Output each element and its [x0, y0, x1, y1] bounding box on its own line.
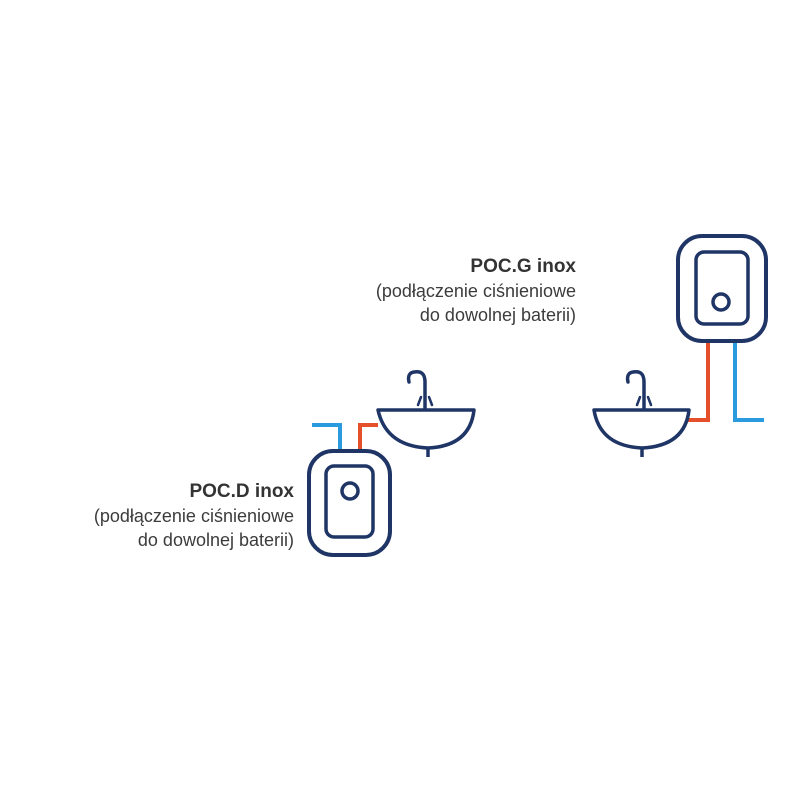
poc-d-hot-pipe	[358, 423, 378, 452]
poc-d-heater-panel	[324, 464, 375, 539]
poc-d-heater-body	[307, 449, 392, 557]
poc-g-sink-basin	[592, 408, 691, 450]
poc-g-heater-knob	[711, 292, 731, 312]
poc-g-heater-panel	[694, 250, 750, 326]
poc-g-label: POC.G inox (podłączenie ciśnieniowe do d…	[376, 255, 576, 327]
poc-g-water-stream	[635, 395, 653, 407]
poc-g-hot-pipe	[682, 341, 710, 422]
poc-d-water-stream	[416, 395, 434, 407]
poc-d-sink	[376, 369, 476, 457]
poc-d-sink-basin	[376, 408, 476, 450]
poc-d-label: POC.D inox (podłączenie ciśnieniowe do d…	[94, 480, 294, 552]
poc-d-faucet	[406, 369, 427, 410]
poc-g-model-name: POC.G inox	[470, 256, 576, 277]
poc-g-cold-pipe	[733, 341, 764, 422]
poc-d-assembly	[307, 369, 476, 557]
poc-d-heater-knob	[340, 481, 360, 501]
poc-g-faucet	[625, 369, 646, 410]
poc-g-desc-line2: do dowolnej baterii)	[419, 305, 576, 325]
poc-d-model-name: POC.D inox	[189, 481, 294, 502]
poc-d-cold-pipe	[312, 423, 342, 452]
poc-g-heater-body	[676, 234, 768, 343]
poc-d-desc-line2: do dowolnej baterii)	[137, 530, 294, 550]
poc-g-assembly	[592, 234, 768, 457]
poc-d-desc-line1: (podłączenie ciśnieniowe	[93, 506, 294, 526]
poc-g-desc-line1: (podłączenie ciśnieniowe	[375, 281, 576, 301]
poc-g-sink	[592, 369, 691, 457]
